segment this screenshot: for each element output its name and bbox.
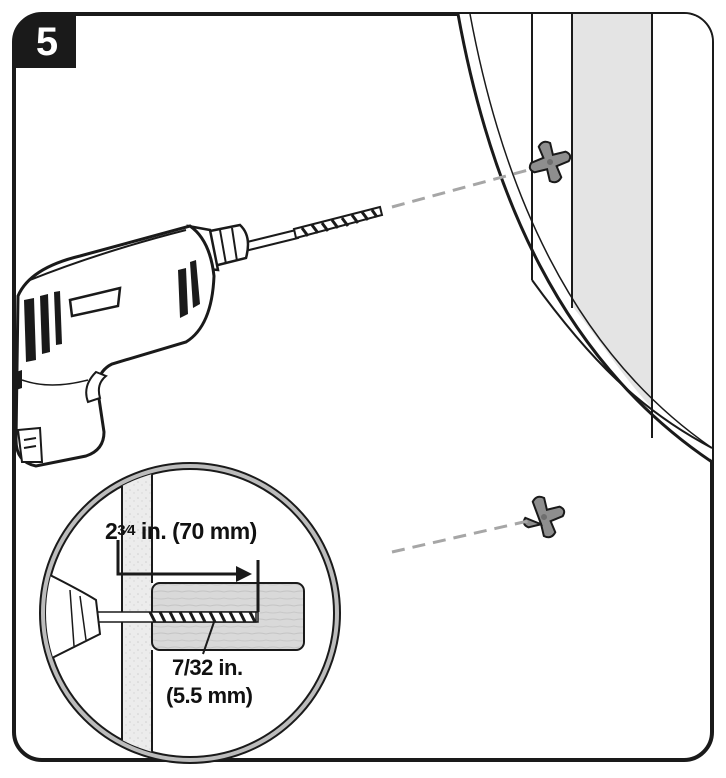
bit-size-imperial-label: 7/32 in.	[172, 655, 243, 680]
bit-size-leader	[202, 621, 215, 655]
drill-depth-rest: in. (70 mm)	[135, 518, 257, 544]
drill-path-lower	[391, 519, 529, 554]
mirror-cabinet	[456, 14, 712, 464]
wall-anchor-icon	[522, 495, 566, 539]
drill-path-upper	[391, 168, 529, 209]
step-number: 5	[35, 20, 59, 64]
drill-depth-label: 23⁄4 in. (70 mm)	[105, 518, 257, 545]
wall-anchor-icon	[528, 140, 572, 184]
power-drill-icon	[14, 205, 384, 468]
drill-depth-whole: 2	[105, 518, 118, 544]
step-number-badge: 5	[14, 14, 76, 68]
depth-dimension-line	[116, 540, 238, 576]
detail-magnifier	[39, 462, 341, 764]
bit-size-metric-label: (5.5 mm)	[166, 683, 253, 708]
drill-depth-fraction: 3⁄4	[117, 522, 135, 539]
